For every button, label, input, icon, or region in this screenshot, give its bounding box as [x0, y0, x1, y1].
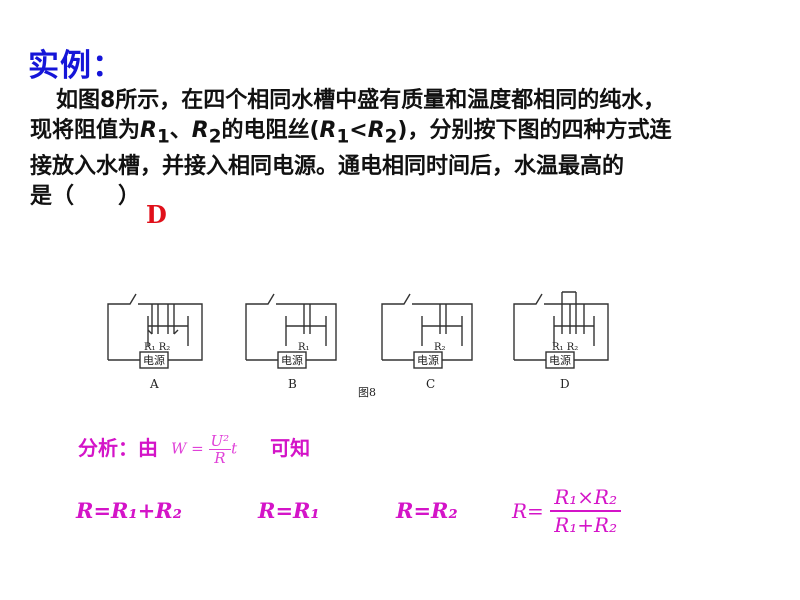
- panel-b-letter: B: [288, 377, 297, 391]
- power-formula: W = U² R t: [170, 432, 238, 467]
- circuit-diagrams: R₁ R₂ R₁ R₂ R₁ R₂ 电源 电源 电源 电源 A B C D 图8: [107, 291, 609, 399]
- analysis-line: 分析：由 W = U² R t 可知: [78, 432, 310, 466]
- panel-d-resistors: R₁ R₂: [552, 342, 578, 353]
- parallel-fraction: R₁×R₂ R₁+R₂: [550, 484, 622, 538]
- result-c: R=R₂: [396, 498, 458, 523]
- analysis-suffix: 可知: [270, 436, 311, 460]
- power-source-label: 电源: [281, 353, 303, 367]
- result-b: R=R₁: [258, 498, 320, 523]
- panel-d-letter: D: [560, 377, 570, 391]
- problem-line-3: 接放入水槽，并接入相同电源。通电相同时间后，水温最高的: [30, 154, 625, 180]
- formula-fraction: U² R: [208, 432, 232, 467]
- figure-caption: 图8: [358, 386, 376, 399]
- analysis-prefix: 分析：由: [78, 436, 158, 460]
- problem-line-4: 是（ ）: [30, 184, 141, 210]
- power-source-label: 电源: [549, 353, 571, 367]
- power-source-label: 电源: [417, 353, 439, 367]
- circuit-panel-d: [513, 291, 609, 369]
- result-a: R=R₁+R₂: [76, 498, 182, 523]
- panel-a-resistors: R₁ R₂: [144, 342, 170, 353]
- panel-a-letter: A: [149, 377, 159, 391]
- power-source-label: 电源: [143, 353, 165, 367]
- problem-text: 如图8所示，在四个相同水槽中盛有质量和温度都相同的纯水， 现将阻值为R1、R2的…: [30, 86, 770, 212]
- circuit-panel-c: [381, 293, 473, 369]
- answer-letter: D: [146, 200, 167, 229]
- circuit-panel-b: [245, 293, 337, 369]
- problem-line-2: 现将阻值为R1、R2的电阻丝(R1<R2)，分别按下图的四种方式连: [30, 118, 672, 148]
- panel-c-letter: C: [426, 377, 435, 391]
- circuit-panel-a: [107, 293, 203, 369]
- panel-c-resistors: R₂: [434, 342, 446, 353]
- result-d: R= R₁×R₂ R₁+R₂: [512, 484, 622, 538]
- problem-line-1: 如图8所示，在四个相同水槽中盛有质量和温度都相同的纯水，: [56, 88, 666, 113]
- example-title: 实例：: [28, 48, 124, 84]
- panel-b-resistors: R₁: [298, 342, 310, 353]
- circuit-figure: R₁ R₂ R₁ R₂ R₁ R₂ 电源 电源 电源 电源 A B C D 图8: [100, 282, 640, 402]
